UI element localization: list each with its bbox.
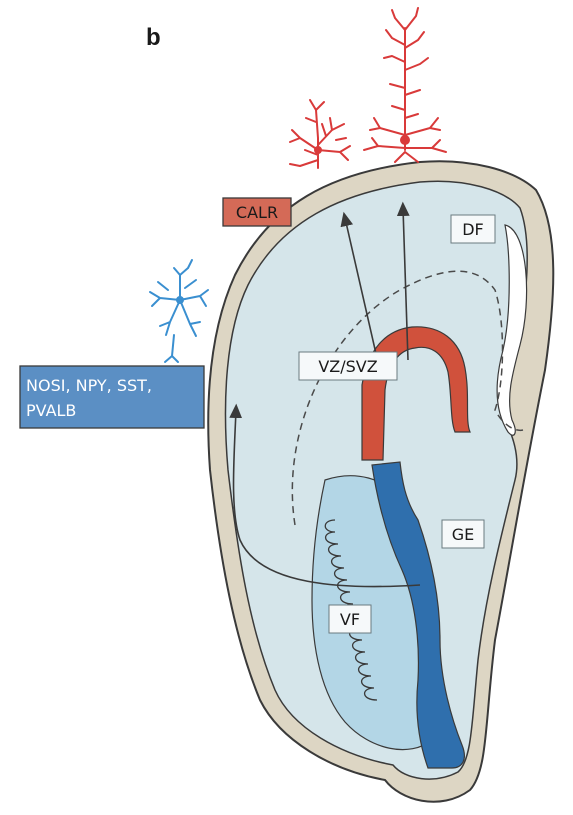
vz-svz-label-text: VZ/SVZ: [318, 357, 377, 376]
panel-letter: b: [146, 24, 161, 51]
red-pyramidal-neuron-icon: [364, 8, 446, 162]
ge-label: GE: [442, 520, 484, 548]
interneuron-markers-line-1: NOSI, NPY, SST,: [26, 376, 152, 395]
interneuron-markers-label: NOSI, NPY, SST, PVALB: [20, 366, 204, 428]
calr-label-text: CALR: [236, 203, 278, 222]
df-label-text: DF: [462, 220, 484, 239]
df-label: DF: [451, 215, 495, 243]
ge-label-text: GE: [452, 525, 475, 544]
calr-label: CALR: [223, 198, 291, 226]
blue-interneuron-icon: [150, 260, 208, 362]
vf-label-text: VF: [340, 610, 360, 629]
red-neuron-small-icon: [290, 100, 350, 168]
interneuron-markers-line-2: PVALB: [26, 401, 76, 420]
vz-svz-label: VZ/SVZ: [299, 352, 397, 380]
vf-label: VF: [329, 605, 371, 633]
